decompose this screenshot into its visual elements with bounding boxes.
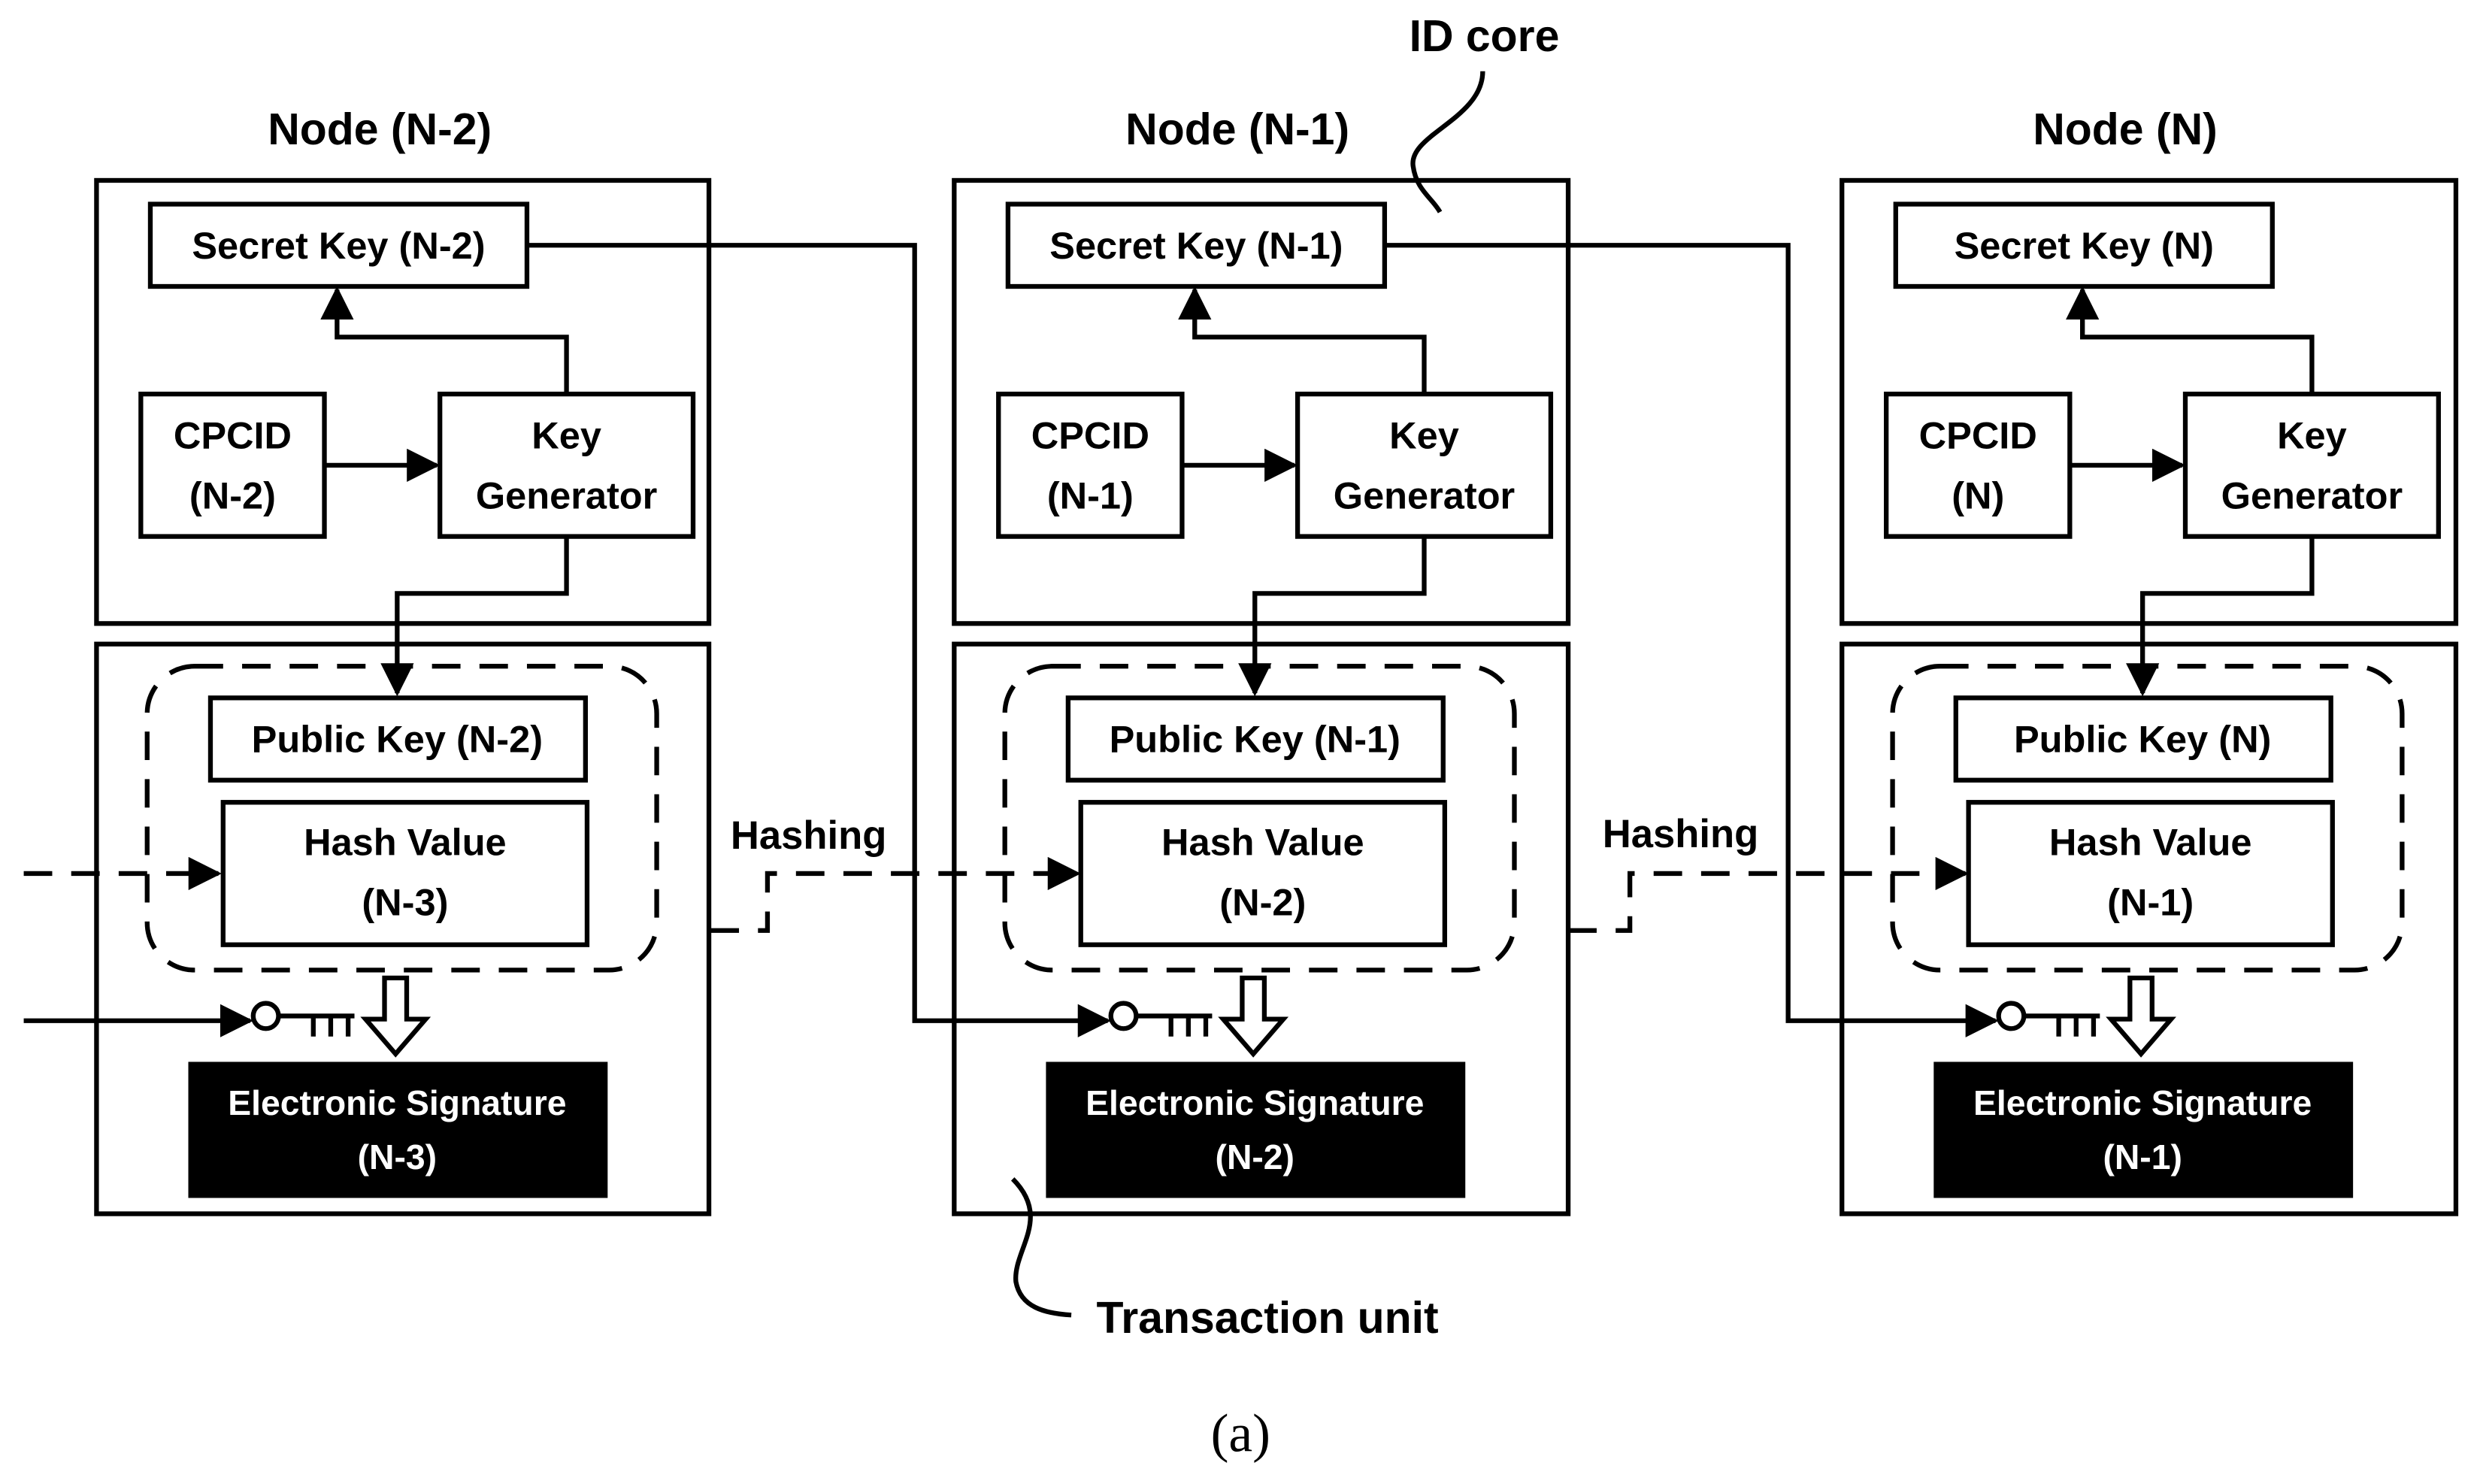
electronic-signature-box (1933, 1062, 2354, 1198)
sign-down-arrow-icon (2106, 975, 2176, 1058)
public-key-label: Public Key (N-2) (252, 718, 543, 761)
keygen-to-public-key-arrow (1238, 536, 1427, 697)
hashing-label: Hashing (1603, 812, 1759, 856)
sign-down-arrow-icon (360, 975, 432, 1058)
key-generator-sub-label: Generator (476, 474, 657, 516)
node-title: Node (N-2) (268, 105, 492, 154)
hashing-dashed-connector (710, 856, 1081, 933)
hash-value-label: Hash Value (304, 820, 507, 863)
public-key-label: Public Key (N) (2014, 718, 2271, 761)
key-generator-sub-label: Generator (2221, 474, 2403, 516)
cpcid-box (996, 391, 1185, 539)
key-generator-box (2182, 391, 2441, 539)
hash-value-label: Hash Value (2049, 820, 2252, 863)
node-group-2: Node (N-1) Secret Key (N-1) CPCID (N-1) KeyG… (952, 105, 1571, 1216)
hash-value-sub-label: (N-1) (2107, 880, 2194, 923)
transaction-unit-callout-label: Transaction unit (1097, 1294, 1439, 1343)
id-core-callout-line (1410, 71, 1485, 214)
hashing-label: Hashing (731, 813, 887, 858)
cpcid-label: CPCID (174, 413, 292, 456)
electronic-signature-label: Electronic Signature (1973, 1083, 2312, 1122)
node-group-3: Node (N) Secret Key (N) CPCID (N) KeyGenerat… (1840, 105, 2459, 1216)
key-generator-label: Key (1389, 413, 1459, 456)
key-generator-label: Key (2277, 413, 2347, 456)
electronic-signature-box (188, 1062, 608, 1198)
electronic-signature-box (1046, 1062, 1466, 1198)
secret-key-label: Secret Key (N-1) (1049, 224, 1343, 267)
figure-caption: (a) (1211, 1404, 1270, 1464)
public-key-box (207, 695, 589, 783)
cpcid-box (1884, 391, 2073, 539)
node-title: Node (N-1) (1125, 105, 1349, 154)
hashing-dashed-connector (1568, 856, 1969, 933)
key-generator-box (1295, 391, 1554, 539)
keygen-to-secret-key-arrow (1178, 286, 1427, 395)
keygen-to-public-key-arrow (2126, 536, 2315, 697)
cpcid-label: CPCID (1031, 413, 1149, 456)
hash-value-sub-label: (N-2) (1219, 880, 1306, 923)
hash-value-box (220, 800, 590, 947)
secret-key-label: Secret Key (N-2) (192, 224, 485, 267)
node-title: Node (N) (2033, 105, 2218, 154)
electronic-signature-sub-label: (N-1) (2103, 1137, 2182, 1177)
secret-key-to-next-node-connector (526, 243, 1111, 1037)
hash-value-box (1966, 800, 2335, 947)
electronic-signature-label: Electronic Signature (228, 1083, 566, 1122)
keygen-to-secret-key-arrow (2066, 286, 2315, 395)
node-group-1: Node (N-2) Secret Key (N-2) CPCID (N-2) KeyG… (94, 105, 712, 1216)
transaction-unit-callout-line (1010, 1177, 1072, 1318)
hash-value-sub-label: (N-3) (362, 880, 448, 923)
public-key-box (1953, 695, 2333, 783)
cpcid-sub-label: (N-2) (189, 474, 276, 516)
cpcid-label: CPCID (1919, 413, 2037, 456)
connections-layer (23, 243, 1999, 1037)
public-key-box (1065, 695, 1446, 783)
key-generator-label: Key (531, 413, 601, 456)
electronic-signature-sub-label: (N-3) (358, 1137, 437, 1177)
sign-down-arrow-icon (1218, 975, 1289, 1058)
secret-key-label: Secret Key (N) (1955, 224, 2214, 267)
public-key-label: Public Key (N-1) (1110, 718, 1400, 761)
secret-key-to-next-node-connector (1384, 243, 1999, 1037)
electronic-signature-sub-label: (N-2) (1216, 1137, 1295, 1177)
key-icon (1108, 1001, 1213, 1037)
keygen-to-secret-key-arrow (320, 286, 569, 395)
electronic-signature-label: Electronic Signature (1086, 1083, 1424, 1122)
cpcid-sub-label: (N) (1952, 474, 2004, 516)
key-generator-sub-label: Generator (1334, 474, 1515, 516)
secret-key-box (1893, 201, 2275, 289)
hash-value-box (1078, 800, 1448, 947)
keygen-to-public-key-arrow (380, 536, 569, 697)
cpcid-sub-label: (N-1) (1047, 474, 1134, 516)
hash-value-label: Hash Value (1161, 820, 1364, 863)
nodes-layer: Node (N-2) Secret Key (N-2) CPCID (N-2) KeyG… (94, 105, 2459, 1216)
id-core-callout-label: ID core (1410, 12, 1560, 61)
